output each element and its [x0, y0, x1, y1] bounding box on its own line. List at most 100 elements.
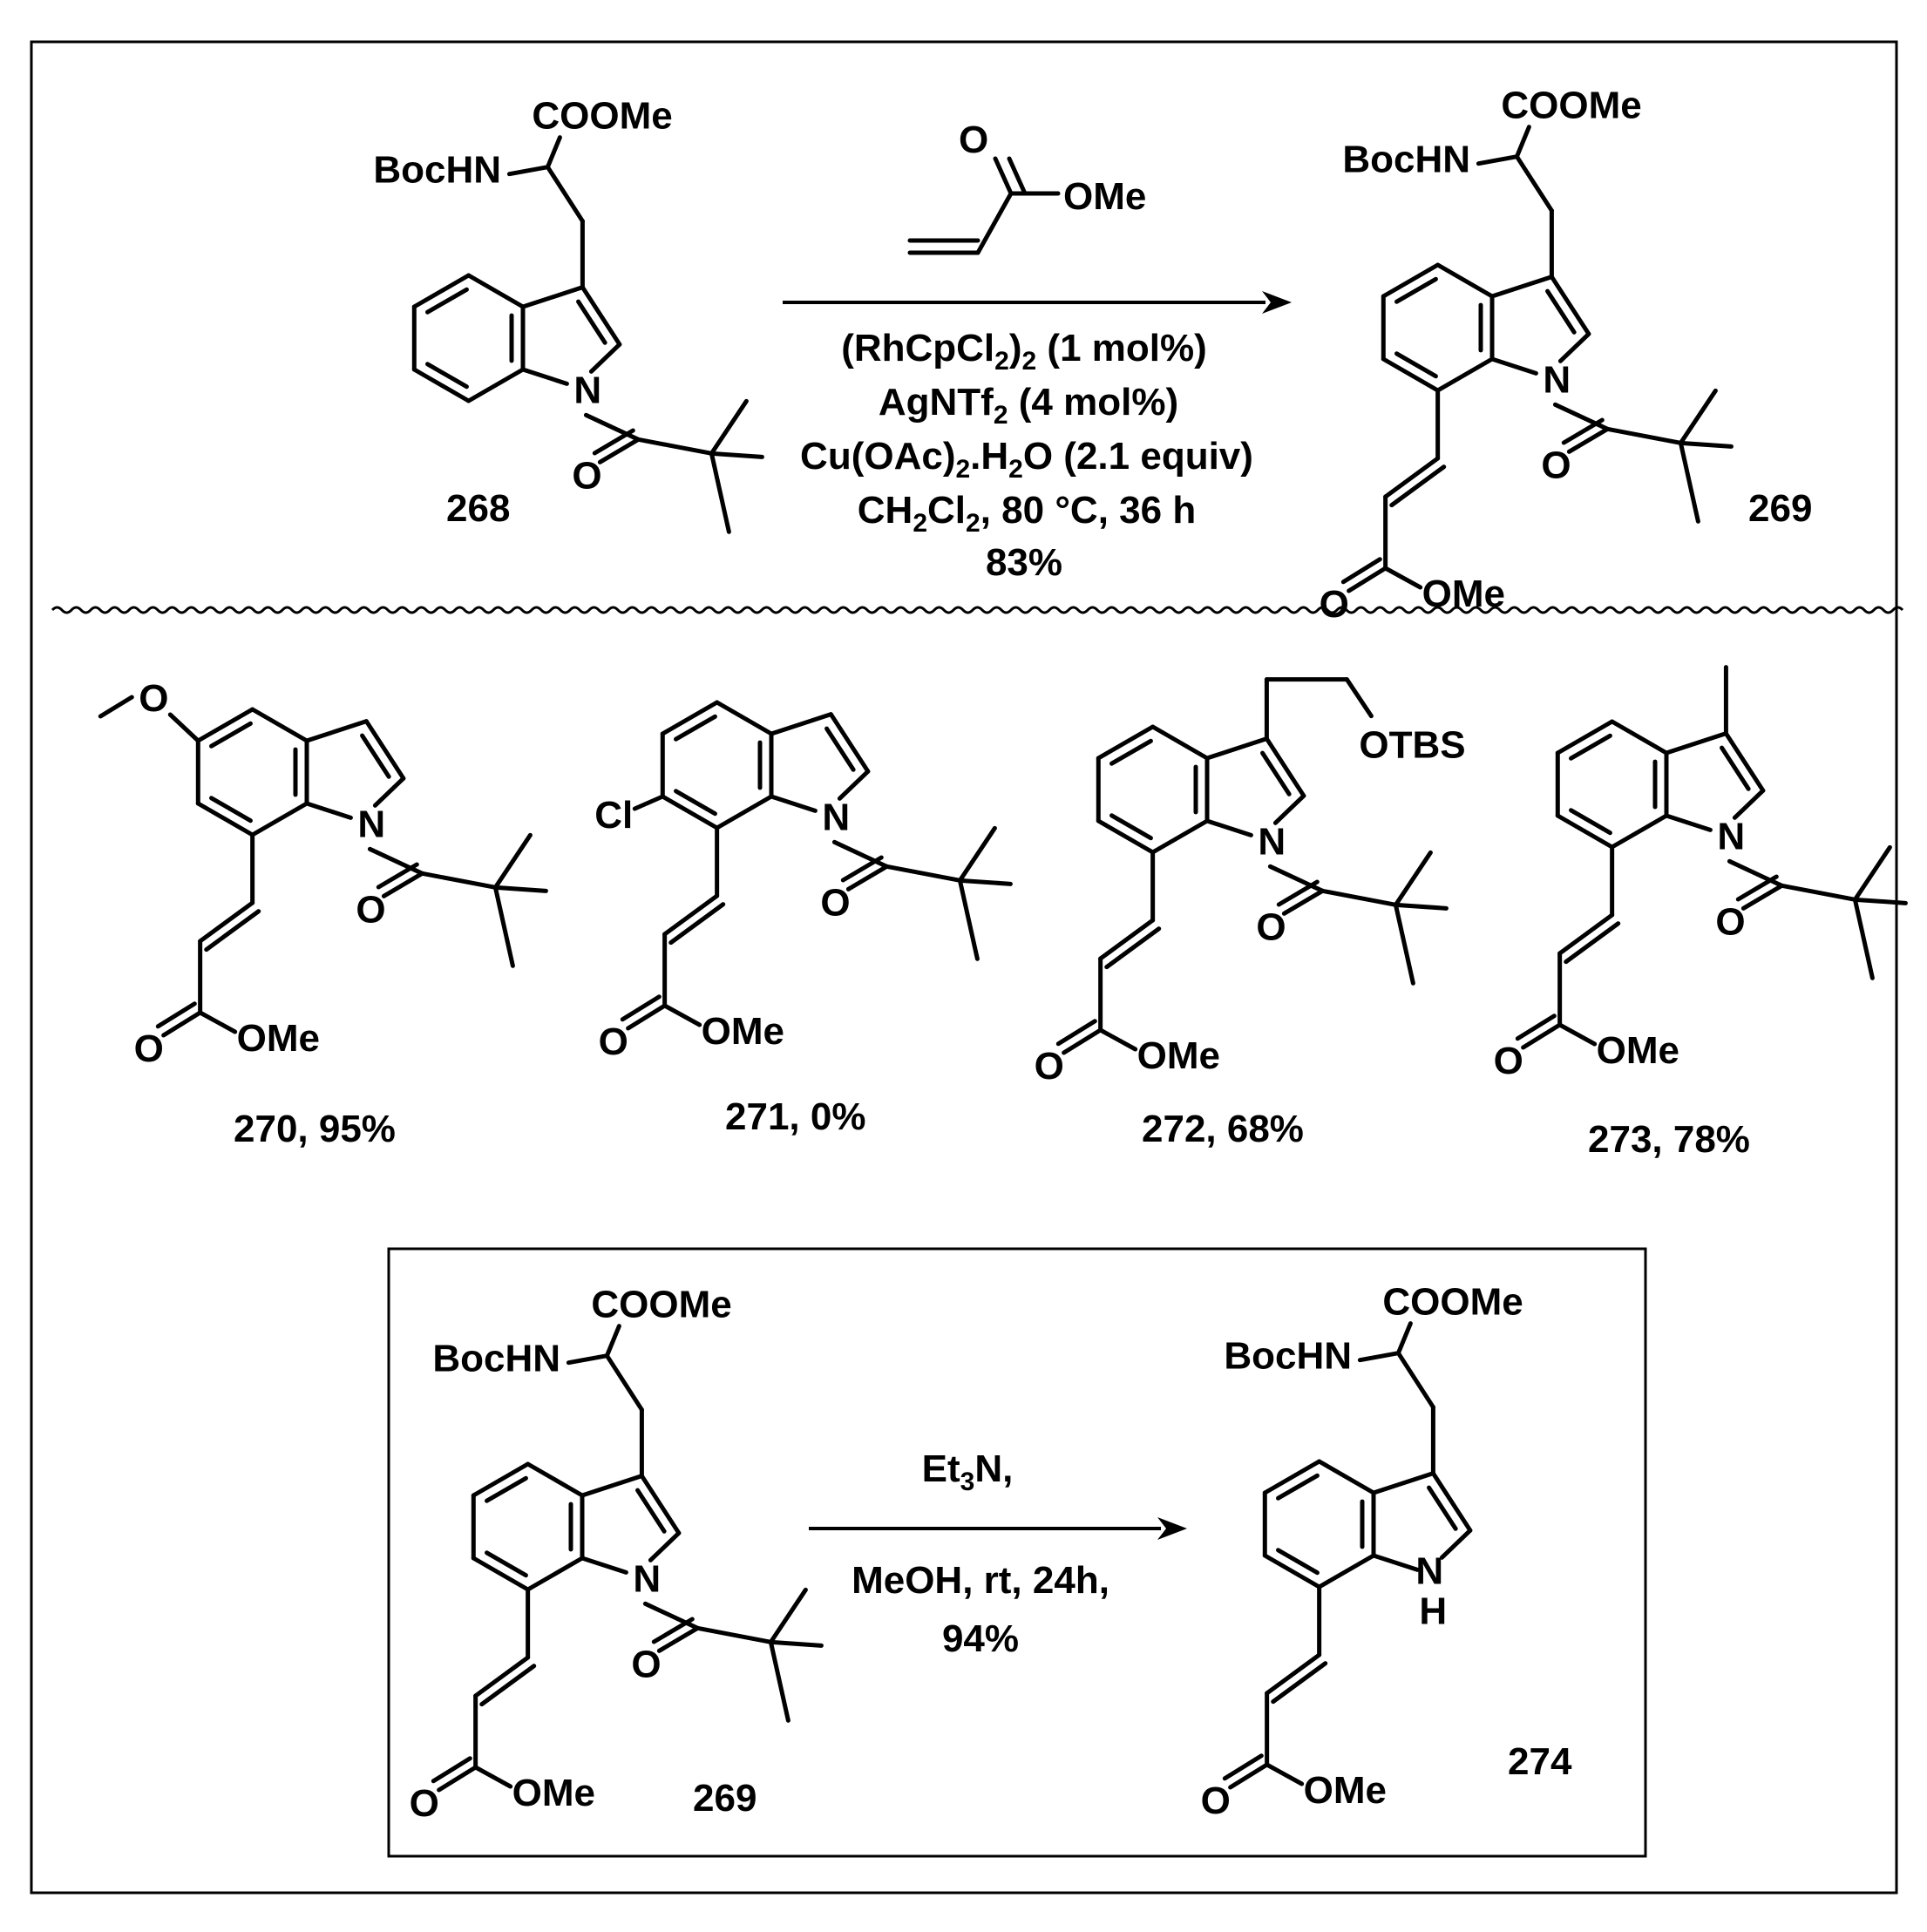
bond	[372, 776, 406, 808]
bond	[957, 878, 1013, 886]
condition-2: AgNTf2 (4 mol%)	[879, 381, 1178, 430]
bond	[1276, 1548, 1320, 1576]
bond	[1557, 1022, 1598, 1047]
bond	[957, 825, 997, 883]
reaction-1-yield: 83%	[986, 541, 1062, 584]
methyl-ester-group: COOMe	[591, 1284, 731, 1326]
bond	[1394, 351, 1438, 379]
bond	[831, 839, 889, 869]
bond	[1109, 738, 1153, 766]
bond	[715, 700, 774, 736]
carbonyl-oxygen: O	[572, 454, 601, 497]
ester-carbonyl-oxygen: O	[1035, 1045, 1064, 1088]
indole-nitrogen: N	[573, 369, 601, 411]
bond	[656, 1625, 700, 1653]
bond	[1557, 912, 1615, 956]
bond	[304, 719, 369, 743]
bond	[837, 769, 871, 801]
bond	[1395, 1321, 1413, 1356]
ester-methoxy: OMe	[1422, 573, 1505, 615]
bond	[635, 1488, 667, 1534]
bond	[768, 1587, 808, 1644]
ester-methoxy: OMe	[702, 1010, 784, 1053]
bond	[479, 1664, 537, 1707]
bond	[1262, 1553, 1322, 1590]
bond	[492, 885, 515, 968]
bond	[651, 1617, 695, 1644]
bond	[642, 1601, 700, 1630]
bond	[1555, 813, 1615, 850]
bond	[1723, 731, 1766, 793]
bond	[466, 367, 526, 403]
bond	[1096, 724, 1156, 761]
reaction-arrow-1	[783, 291, 1292, 314]
bond	[1383, 566, 1423, 590]
bond	[845, 864, 889, 891]
indole-nitrogen: N	[822, 796, 850, 838]
bond	[604, 1353, 644, 1413]
bond	[580, 1474, 644, 1498]
bond	[431, 1756, 472, 1784]
indole-nitrogen: N	[1415, 1549, 1443, 1592]
bond	[411, 367, 472, 403]
ester-methoxy: OMe	[512, 1772, 595, 1814]
carbonyl-oxygen: O	[1715, 900, 1745, 943]
carbonyl-oxygen: O	[356, 888, 385, 931]
methyl-acrylate: O OMe	[907, 119, 1146, 255]
deprotection-box	[387, 1247, 1647, 1858]
compound-label: 269	[1748, 487, 1812, 530]
bond	[1394, 276, 1438, 304]
bond	[1852, 897, 1908, 905]
bond	[425, 287, 469, 315]
bond	[1430, 1471, 1473, 1533]
bond	[1264, 736, 1306, 798]
bond	[1521, 1022, 1563, 1050]
bond	[1678, 388, 1718, 445]
bond	[1678, 440, 1700, 524]
ester-carbonyl-oxygen: O	[410, 1782, 439, 1825]
methyl-ester-group: COOMe	[1382, 1281, 1523, 1324]
compound-label: 269	[693, 1777, 757, 1820]
bond	[1779, 883, 1857, 902]
bond	[576, 299, 607, 345]
carbonyl-oxygen: O	[1541, 444, 1571, 486]
otbs-group: OTBS	[1359, 724, 1465, 767]
bond	[1265, 1652, 1322, 1696]
bond	[588, 342, 622, 374]
bond	[626, 1003, 668, 1031]
ester-methoxy: OMe	[1137, 1034, 1220, 1077]
bond	[1281, 888, 1325, 916]
bond	[1265, 1762, 1305, 1786]
bond	[1435, 356, 1495, 393]
ester-carbonyl-oxygen: O	[1494, 1040, 1523, 1082]
bond	[1267, 864, 1325, 893]
bond	[1320, 888, 1398, 907]
compound-label: 272, 68%	[1142, 1108, 1304, 1150]
boc-amine: BocHN	[373, 149, 501, 192]
bond	[1489, 356, 1538, 376]
bond	[1150, 818, 1210, 855]
bond	[660, 700, 720, 736]
bond	[1276, 1473, 1320, 1501]
bond	[709, 451, 764, 459]
bond	[1393, 902, 1449, 911]
ester-carbonyl-oxygen: O	[1201, 1779, 1231, 1822]
bond	[425, 362, 469, 390]
compound-label: 270, 95%	[234, 1108, 396, 1150]
bond	[635, 437, 714, 456]
bond	[648, 1530, 682, 1563]
bond	[662, 1003, 702, 1027]
bond	[1150, 724, 1210, 761]
bond	[520, 367, 569, 386]
bond	[506, 165, 550, 177]
bond	[632, 794, 665, 811]
bond	[526, 1556, 585, 1592]
compound-label: 274	[1508, 1740, 1572, 1783]
ester-methoxy: OMe	[1304, 1769, 1387, 1812]
bond	[1557, 331, 1591, 363]
